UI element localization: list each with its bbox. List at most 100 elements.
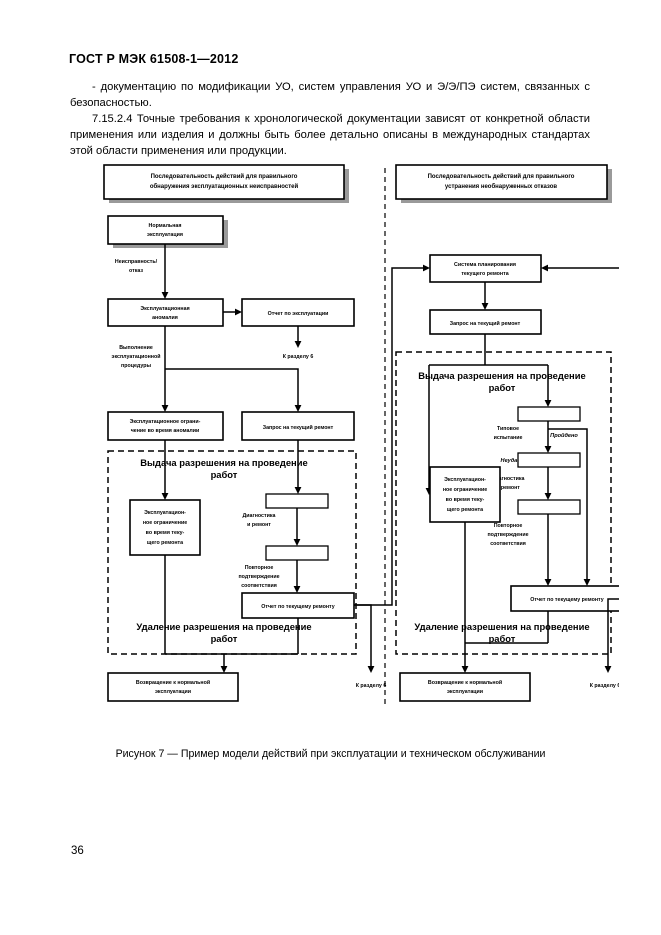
- maint-planning-l2: текущего ремонта: [461, 271, 508, 277]
- arrow-passed-to-report: [583, 579, 591, 586]
- label-type-test-2: испытание: [494, 435, 523, 441]
- left-permit-issue-line1: Выдача разрешения на проведение: [140, 457, 307, 468]
- label-right-to-section6: К разделу 6: [590, 683, 619, 689]
- label-passed: Пройдено: [550, 432, 578, 439]
- edge-anomaly-split: [164, 326, 299, 406]
- diagnostics-block-right: [517, 452, 581, 468]
- edge-right-merge: [464, 522, 549, 654]
- repair-report-label-right: Отчет по текущему ремонту: [530, 597, 604, 603]
- edge-right-report-to-section6: [607, 598, 619, 667]
- label-diag-left-1: Диагностика: [243, 513, 276, 519]
- op-restr-repair-l1: Эксплуатацион-: [144, 510, 186, 516]
- figure-caption: Рисунок 7 — Пример модели действий при э…: [115, 748, 546, 760]
- operational-anomaly-line1: Эксплуатационная: [140, 306, 189, 312]
- operation-report-label: Отчет по эксплуатации: [268, 311, 329, 317]
- return-to-normal-box-left: [107, 672, 239, 702]
- arrow-report-to-section6: [294, 341, 302, 348]
- label-fault-line1: Неисправность/: [115, 259, 158, 265]
- operational-anomaly-line2: аномалия: [152, 315, 178, 321]
- figure-7: Последовательность действий для правильн…: [84, 162, 619, 747]
- arrow-feedback-right-into-planning: [541, 264, 548, 272]
- repair-report-box-left: [241, 592, 355, 619]
- left-title-line1: Последовательность действий для правильн…: [151, 173, 298, 180]
- op-restriction-anomaly-line2: чение во время аномалии: [131, 428, 200, 434]
- return-normal-right-2: эксплуатации: [447, 689, 483, 695]
- right-permit-issue-line2: работ: [489, 382, 516, 393]
- arrow-to-restriction-anomaly: [161, 405, 169, 412]
- normal-operation-box: [107, 215, 224, 245]
- arrow-left-return: [220, 666, 228, 673]
- op-restriction-repair-box-right: [429, 466, 501, 523]
- arrow-diag-to-reconf-right: [544, 493, 552, 500]
- op-restr-repair-r3: во время теку-: [446, 497, 485, 503]
- op-restriction-anomaly-box: [107, 411, 224, 441]
- reconfirm-block-right: [517, 499, 581, 515]
- edge-left-merge-bottom: [164, 555, 299, 667]
- operation-report-box: [241, 298, 355, 327]
- label-reconf-right-1: Повторное: [494, 523, 523, 529]
- label-to-section6-a: К разделу 6: [283, 354, 314, 360]
- arrow-planning-to-request: [481, 303, 489, 310]
- edge-typetest-branches: [547, 421, 588, 580]
- label-reconf-right-2: подтверждение: [487, 532, 528, 538]
- repair-request-label-right: Запрос на текущий ремонт: [450, 320, 521, 327]
- arrow-right-return: [461, 666, 469, 673]
- label-failed: Неудача: [501, 458, 524, 464]
- label-diag-right-1: Диагностика: [492, 476, 525, 482]
- label-fault-line2: отказ: [129, 268, 143, 274]
- repair-report-label-left: Отчет по текущему ремонту: [261, 604, 335, 610]
- label-reconf-left-1: Повторное: [245, 565, 274, 571]
- return-normal-left-2: эксплуатации: [155, 689, 191, 695]
- op-restr-repair-l2: ное ограничение: [143, 520, 187, 526]
- reconfirm-block-left: [265, 545, 329, 561]
- diagnostics-block-left: [265, 493, 329, 509]
- arrow-diag-to-reconf-left: [293, 539, 301, 546]
- paragraph-2: 7.15.2.4 Точные требования к хронологиче…: [70, 112, 590, 157]
- return-normal-right-1: Возвращение к нормальной: [428, 679, 502, 686]
- maint-planning-l1: Система планирования: [454, 262, 516, 268]
- normal-operation-line1: Нормальная: [149, 223, 182, 229]
- normal-operation-line2: эксплуатация: [147, 232, 183, 238]
- arrow-reconf-to-report-left: [293, 586, 301, 593]
- arrow-to-diagnostics-right: [544, 446, 552, 453]
- label-procedure-line2: эксплуатационной: [112, 353, 161, 360]
- return-to-normal-box-right: [399, 672, 531, 702]
- arrow-repair-req-down-left: [294, 487, 302, 494]
- label-procedure-line3: процедуры: [121, 363, 151, 369]
- label-diag-left-2: и ремонт: [247, 522, 271, 528]
- op-restriction-repair-box-left: [129, 499, 201, 556]
- operational-anomaly-box: [107, 298, 224, 327]
- label-reconf-right-3: соответствия: [490, 541, 526, 547]
- right-title-line2: устранения необнаруженных отказов: [445, 183, 557, 190]
- arrow-reconf-to-report-right: [544, 579, 552, 586]
- paragraph-1: - документацию по модификации УО, систем…: [70, 81, 590, 109]
- label-diag-right-2: и ремонт: [496, 485, 520, 491]
- page-header: ГОСТ Р МЭК 61508-1—2012: [69, 52, 239, 66]
- maintenance-planning-box: [429, 254, 542, 283]
- type-test-block: [517, 406, 581, 422]
- label-procedure-line1: Выполнение: [119, 345, 153, 351]
- left-permit-issue-line2: работ: [211, 469, 238, 480]
- right-permit-remove-line1: Удаление разрешения на проведение: [414, 621, 589, 632]
- arrow-anomaly-to-report: [235, 308, 242, 316]
- left-title-box: [103, 164, 345, 200]
- op-restr-repair-r1: Эксплуатацион-: [444, 477, 486, 483]
- arrow-to-repair-request: [294, 405, 302, 412]
- label-to-section6-b: К разделу 6: [356, 683, 387, 689]
- right-permit-region: [395, 351, 612, 655]
- label-reconf-left-2: подтверждение: [238, 574, 279, 580]
- op-restr-repair-r4: щего ремонта: [447, 507, 483, 513]
- return-normal-left-1: Возвращение к нормальной: [136, 679, 210, 686]
- arrow-to-op-restriction-repair-left: [161, 493, 169, 500]
- op-restr-repair-l4: щего ремонта: [147, 540, 183, 546]
- edge-feedback-right-outer: [547, 267, 619, 269]
- edge-feedback-left-to-planning: [354, 267, 424, 606]
- edge-right-split: [428, 334, 549, 489]
- op-restriction-anomaly-line1: Эксплуатационное ограни-: [130, 419, 201, 425]
- repair-report-box-right: [510, 585, 619, 612]
- arrow-right-typetest: [544, 400, 552, 407]
- arrow-right-to-section6: [604, 666, 612, 673]
- label-type-test-1: Типовое: [497, 426, 519, 432]
- right-column-group: Последовательность действий для правильн…: [354, 164, 619, 702]
